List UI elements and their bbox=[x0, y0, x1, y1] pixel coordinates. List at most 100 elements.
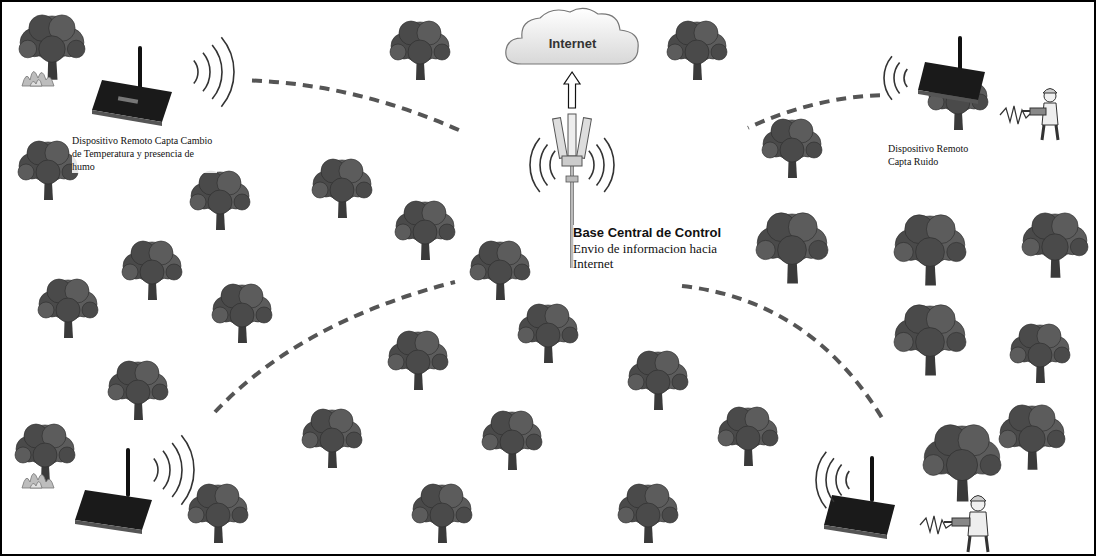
radio-waves bbox=[154, 37, 907, 508]
tree bbox=[894, 215, 966, 286]
upload-arrow bbox=[564, 72, 580, 108]
dashed-link bbox=[682, 286, 882, 418]
radio-wave bbox=[816, 452, 826, 509]
tree-canopy bbox=[33, 443, 57, 467]
tree-canopy bbox=[667, 44, 683, 60]
tree-canopy bbox=[482, 434, 498, 450]
dashed-link-line bbox=[252, 81, 465, 133]
tree-canopy bbox=[536, 323, 560, 347]
tree-canopy bbox=[18, 164, 34, 180]
tree bbox=[108, 361, 168, 420]
tree-canopy bbox=[1022, 238, 1040, 256]
tree-canopy bbox=[140, 260, 164, 284]
tree-canopy bbox=[636, 503, 660, 527]
tree-canopy bbox=[38, 302, 54, 318]
dashed-link-line bbox=[748, 95, 880, 128]
tree-canopy bbox=[762, 430, 778, 446]
tree-canopy bbox=[711, 44, 727, 60]
tree-canopy bbox=[122, 264, 138, 280]
device-label: Dispositivo Remoto Capta Cambio de Tempe… bbox=[72, 134, 217, 173]
tree-canopy bbox=[1070, 238, 1088, 256]
tree bbox=[212, 284, 272, 343]
tree-canopy bbox=[456, 507, 472, 523]
internet-cloud: Internet bbox=[500, 4, 645, 72]
tree-canopy bbox=[514, 264, 530, 280]
tree-canopy bbox=[1010, 347, 1026, 363]
worker-chainsaw bbox=[1000, 89, 1058, 141]
cloud-outline bbox=[506, 8, 638, 64]
dashed-link bbox=[252, 81, 465, 133]
tree-canopy bbox=[434, 44, 450, 60]
fire-bottom-left bbox=[22, 473, 54, 488]
tree-canopy bbox=[320, 428, 344, 452]
tree-canopy bbox=[395, 224, 411, 240]
tree-canopy bbox=[526, 434, 542, 450]
tree-canopy bbox=[312, 182, 328, 198]
tree-canopy bbox=[59, 447, 75, 463]
tree bbox=[923, 425, 1001, 502]
radio-wave bbox=[530, 138, 540, 192]
tree bbox=[390, 21, 450, 80]
tree-canopy bbox=[947, 242, 966, 261]
tree-canopy bbox=[1019, 426, 1045, 452]
tree bbox=[190, 171, 250, 230]
tree-canopy bbox=[412, 507, 428, 523]
tree bbox=[1022, 213, 1088, 278]
tree bbox=[482, 411, 542, 470]
tree-canopy bbox=[36, 160, 60, 184]
radio-wave bbox=[194, 60, 198, 83]
tree-canopy bbox=[188, 507, 204, 523]
base-description: Envio de informacion hacia Internet bbox=[573, 241, 738, 271]
tree-canopy bbox=[152, 384, 168, 400]
tree bbox=[667, 21, 727, 80]
text-block: Dispositivo Remoto Capta Ruido bbox=[888, 142, 988, 168]
tree-canopy bbox=[82, 302, 98, 318]
tree-canopy bbox=[302, 432, 318, 448]
tree-canopy bbox=[762, 142, 778, 158]
tree bbox=[412, 484, 472, 543]
radio-wave bbox=[836, 465, 842, 496]
arrow-body bbox=[564, 72, 580, 108]
tree-canopy bbox=[778, 236, 807, 265]
tree-canopy bbox=[208, 190, 232, 214]
remote-device bbox=[918, 38, 985, 104]
tree-canopy bbox=[432, 354, 448, 370]
tree bbox=[38, 279, 98, 338]
radio-wave bbox=[846, 471, 849, 489]
tree-canopy bbox=[406, 350, 430, 374]
tree-canopy bbox=[206, 503, 230, 527]
remote-device bbox=[92, 48, 172, 126]
radio-wave bbox=[589, 151, 594, 179]
tree-canopy bbox=[718, 430, 734, 446]
tree-canopy bbox=[916, 328, 945, 357]
tree-canopy bbox=[19, 40, 37, 58]
cloud-label: Internet bbox=[510, 36, 635, 52]
radio-wave bbox=[597, 144, 604, 185]
tree-canopy bbox=[756, 240, 775, 259]
tree-canopy bbox=[15, 447, 31, 463]
text-block: Dispositivo Remoto Capta Cambio de Tempe… bbox=[72, 134, 217, 173]
radio-wave bbox=[212, 45, 222, 99]
tree-canopy bbox=[1042, 234, 1068, 260]
tree-canopy bbox=[1047, 430, 1065, 448]
tree bbox=[999, 405, 1065, 470]
device-label: Dispositivo Remoto Capta Ruido bbox=[888, 142, 988, 168]
text-block: Internet bbox=[510, 36, 635, 52]
tree-canopy bbox=[212, 307, 228, 323]
tree bbox=[188, 484, 248, 543]
tree-canopy bbox=[408, 40, 432, 64]
tree bbox=[628, 351, 688, 410]
tree-canopy bbox=[256, 307, 272, 323]
tree-canopy bbox=[500, 430, 524, 454]
tree bbox=[894, 305, 966, 376]
tree bbox=[756, 213, 828, 284]
tree-canopy bbox=[39, 36, 65, 62]
radio-wave bbox=[181, 435, 194, 504]
radio-wave bbox=[884, 56, 892, 100]
tree-canopy bbox=[685, 40, 709, 64]
radio-wave bbox=[550, 151, 555, 179]
base-title: Base Central de Control bbox=[573, 225, 738, 241]
tree-canopy bbox=[894, 332, 913, 351]
tree bbox=[388, 331, 448, 390]
